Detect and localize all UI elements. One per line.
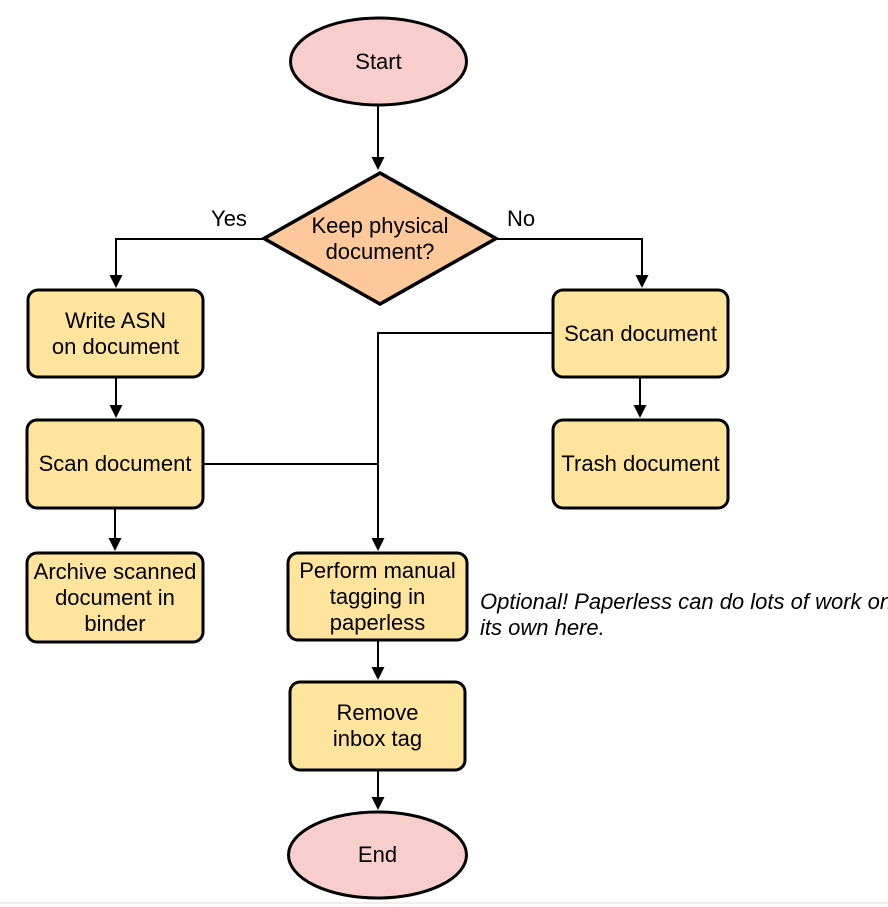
node-write-asn-label: Write ASN on document (51, 307, 180, 359)
node-remove-inbox-label: Remove inbox tag (332, 700, 423, 751)
node-archive-shape (25, 551, 205, 644)
node-tagging-label: Perform manual tagging in paperless (299, 557, 456, 635)
arrowhead-decision-no (635, 275, 649, 288)
arrowhead-start-to-decision (371, 157, 385, 170)
node-end-shape (287, 810, 468, 900)
node-end-label: End (357, 841, 398, 867)
arrowhead-remove-to-end (371, 797, 385, 810)
node-trash-shape (551, 418, 730, 510)
node-scan-right-label: Scan document (564, 320, 717, 346)
node-write-asn-shape (26, 288, 205, 379)
edges (108, 105, 649, 810)
arrowhead-decision-yes (109, 275, 123, 288)
node-decision-label: Keep physical document? (311, 212, 449, 264)
edge-decision-no (497, 238, 643, 277)
node-remove-inbox-shape (288, 680, 467, 772)
edge-label-no: No (506, 206, 536, 231)
annotation-note: Optional! Paperless can do lots of work … (480, 589, 888, 640)
node-start-shape (289, 16, 468, 107)
arrowhead-tagging-to-remove (371, 667, 385, 680)
edge-scanright-to-tagging (377, 332, 553, 540)
edge-decision-yes (115, 238, 263, 277)
node-tagging-shape (286, 551, 469, 642)
node-decision-shape (260, 170, 500, 307)
arrowhead-to-tagging (371, 538, 385, 551)
node-archive-label: Archive scanned document in binder (33, 558, 197, 636)
arrowhead-scanright-to-trash (633, 405, 647, 418)
node-scan-right-shape (551, 288, 730, 379)
page-bottom-divider (0, 902, 888, 904)
node-scan-left-shape (25, 418, 205, 510)
node-trash-label: Trash document (561, 451, 720, 476)
node-scan-left-label: Scan document (38, 451, 192, 476)
node-start-label: Start (355, 48, 402, 74)
edge-label-yes: Yes (211, 206, 247, 231)
arrowhead-writeasn-to-scan (109, 405, 123, 418)
arrowhead-scan-to-archive (108, 538, 122, 551)
